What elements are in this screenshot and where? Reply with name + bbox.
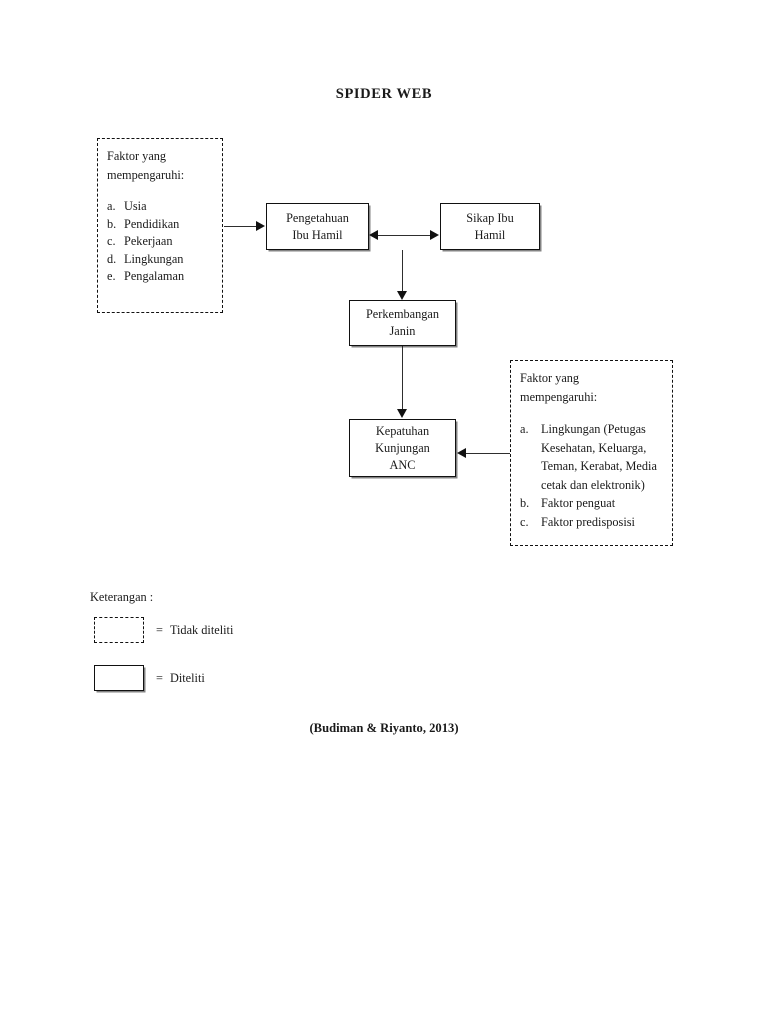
citation: (Budiman & Riyanto, 2013) <box>309 721 459 735</box>
list-text: Faktor predisposisi <box>541 514 635 529</box>
list-item: e. Pengalaman <box>107 268 222 286</box>
connector-left-factors-to-pengetahuan <box>224 226 257 228</box>
node-label-line2: Janin <box>389 324 416 338</box>
legend-label: Tidak diteliti <box>169 622 234 637</box>
connector-pengetahuan-sikap <box>378 235 431 237</box>
list-marker: a. <box>520 422 529 436</box>
arrowhead-right <box>430 230 439 240</box>
legend-title: Keterangan : <box>90 590 154 604</box>
list-marker: e. <box>107 269 116 283</box>
legend-swatch-dashed <box>94 617 144 643</box>
list-marker: b. <box>520 496 530 510</box>
list-marker: d. <box>107 251 117 266</box>
right-factor-box: Faktor yang mempengaruhi: a. Lingkungan … <box>510 360 673 546</box>
list-text: Usia <box>124 199 147 213</box>
list-text: Lingkungan (Petugas Kesehatan, Keluarga,… <box>541 422 657 492</box>
connector-perkembangan-kepatuhan <box>402 346 404 410</box>
list-text: Pendidikan <box>124 216 180 231</box>
node-label-line1: Kepatuhan <box>375 423 430 438</box>
list-marker: a. <box>107 199 116 213</box>
legend-entry-text: = Tidak diteliti <box>156 623 233 638</box>
legend-entry-text: = Diteliti <box>156 671 205 686</box>
list-text: Faktor penguat <box>541 496 616 510</box>
legend-entry-diteliti: = Diteliti <box>94 665 205 691</box>
arrowhead-left <box>369 230 378 240</box>
list-item: d. Lingkungan <box>107 251 222 269</box>
node-label-line3: ANC <box>389 457 416 472</box>
legend-entry-tidak-diteliti: = Tidak diteliti <box>94 617 233 643</box>
page-title: SPIDER WEB <box>335 86 433 102</box>
list-item: a. Usia <box>107 198 222 216</box>
left-factor-heading-line1: Faktor yang <box>107 149 167 163</box>
node-label-line1: Pengetahuan <box>286 210 349 225</box>
left-factor-list: a. Usia b. Pendidikan c. Pekerjaan d. Li… <box>107 198 222 286</box>
node-pengetahuan-ibu-hamil: Pengetahuan Ibu Hamil <box>266 203 369 250</box>
list-text: Pengalaman <box>124 269 185 283</box>
connector-right-factors-to-kepatuhan <box>466 453 510 455</box>
legend-equals-sign: = <box>156 622 163 637</box>
legend-equals-sign: = <box>156 670 163 685</box>
list-marker: c. <box>520 514 529 529</box>
right-factor-heading-line1: Faktor yang <box>520 371 580 385</box>
arrowhead-right <box>256 221 265 231</box>
arrowhead-down <box>397 291 407 300</box>
node-sikap-ibu-hamil: Sikap Ibu Hamil <box>440 203 540 250</box>
list-item: b. Faktor penguat <box>520 494 672 513</box>
list-text: Lingkungan <box>124 251 184 266</box>
list-item: b. Pendidikan <box>107 216 222 234</box>
arrowhead-down <box>397 409 407 418</box>
right-factor-heading-line2: mempengaruhi: <box>520 390 598 404</box>
legend-label: Diteliti <box>169 670 205 685</box>
list-item: c. Faktor predisposisi <box>520 513 672 532</box>
left-factor-heading-line2: mempengaruhi: <box>107 168 185 182</box>
node-label-line1: Perkembangan <box>365 307 440 321</box>
list-marker: b. <box>107 216 117 231</box>
right-factor-list: a. Lingkungan (Petugas Kesehatan, Keluar… <box>520 420 672 531</box>
node-label-line1: Sikap Ibu <box>466 210 514 225</box>
list-item: a. Lingkungan (Petugas Kesehatan, Keluar… <box>520 420 672 494</box>
node-label-line2: Ibu Hamil <box>292 227 343 242</box>
list-item: c. Pekerjaan <box>107 233 222 251</box>
arrowhead-left <box>457 448 466 458</box>
list-marker: c. <box>107 234 116 248</box>
node-label-line2: Hamil <box>474 227 506 242</box>
list-text: Pekerjaan <box>124 234 173 248</box>
connector-pengetahuan-perkembangan <box>402 250 404 292</box>
left-factor-box: Faktor yang mempengaruhi: a. Usia b. Pen… <box>97 138 223 313</box>
legend-swatch-solid <box>94 665 144 691</box>
node-kepatuhan-kunjungan-anc: Kepatuhan Kunjungan ANC <box>349 419 456 477</box>
node-perkembangan-janin: Perkembangan Janin <box>349 300 456 346</box>
node-label-line2: Kunjungan <box>375 440 430 455</box>
